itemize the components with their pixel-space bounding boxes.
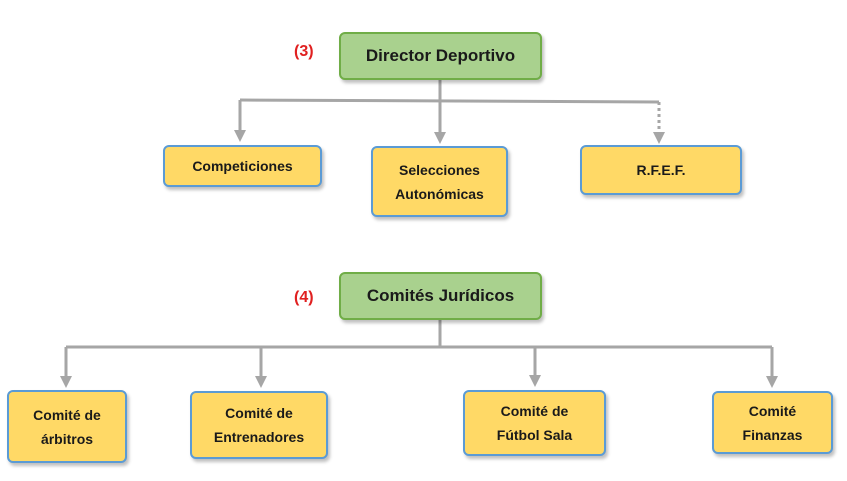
comite-futbol-sala-box: Comité de Fútbol Sala	[463, 390, 606, 456]
comite-finanzas-label: Comité Finanzas	[742, 402, 803, 443]
section-3-marker: (3)	[294, 43, 314, 60]
director-deportivo-label: Director Deportivo	[365, 46, 516, 65]
competiciones-box: Competiciones	[163, 145, 322, 187]
comite-arbitros-box: Comité de árbitros	[7, 390, 127, 463]
selecciones-autonomicas-box: Selecciones Autonómicas	[371, 146, 508, 217]
connector-director-bar	[239, 98, 660, 104]
director-deportivo-box: Director Deportivo	[339, 32, 542, 80]
rfef-box: R.F.E.F.	[580, 145, 742, 195]
selecciones-autonomicas-label: Selecciones Autonómicas	[395, 161, 484, 202]
comite-futbol-sala-label: Comité de Fútbol Sala	[496, 403, 573, 443]
rfef-label: R.F.E.F.	[636, 162, 686, 178]
comites-juridicos-label: Comités Jurídicos	[366, 286, 515, 305]
section-4-marker: (4)	[294, 289, 314, 306]
comite-entrenadores-label: Comité de Entrenadores	[213, 405, 305, 445]
comite-finanzas-box: Comité Finanzas	[712, 391, 833, 454]
comite-entrenadores-box: Comité de Entrenadores	[190, 391, 328, 459]
comite-arbitros-label: Comité de árbitros	[33, 406, 101, 447]
comites-juridicos-box: Comités Jurídicos	[339, 272, 542, 320]
competiciones-label: Competiciones	[192, 158, 293, 174]
